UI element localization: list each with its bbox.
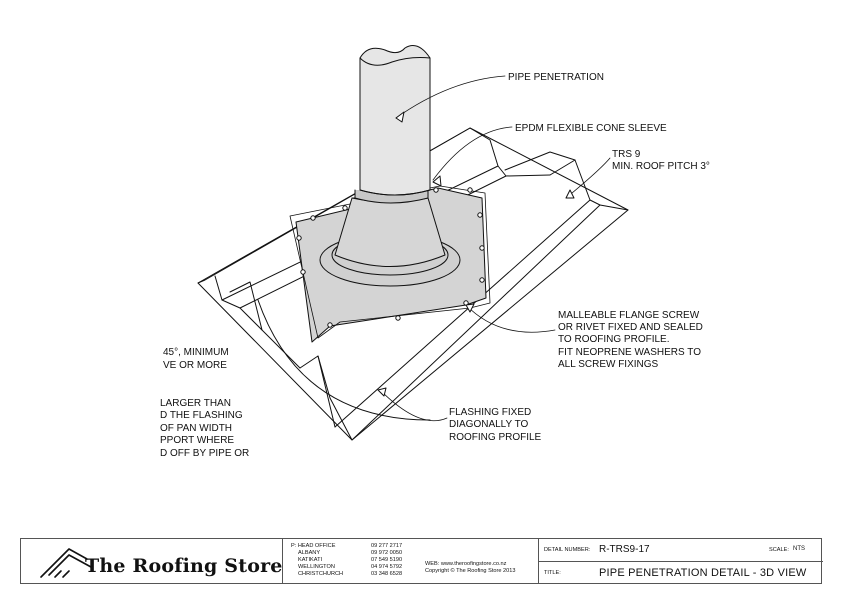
flashing-screws: [296, 187, 485, 328]
callout-cut-b-line: LARGER THAN: [160, 398, 231, 409]
callout-trs9: TRS 9: [612, 149, 641, 160]
title-block: The Roofing Store P: HEAD OFFICE 09 277 2…: [20, 538, 823, 584]
website-link[interactable]: WEB: www.theroofingstore.co.nz: [425, 561, 507, 567]
callout-cut-a: 45°, MINIMUM VE OR MORE: [163, 347, 229, 371]
pipe: [359, 57, 431, 196]
callout-cone-sleeve: EPDM FLEXIBLE CONE SLEEVE: [515, 123, 667, 134]
callout-flashing-line: FLASHING FIXED: [449, 407, 531, 418]
detail-number-row: DETAIL NUMBER: R-TRS9-17 SCALE: NTS: [539, 539, 823, 562]
callout-flange-screw-line: ALL SCREW FIXINGS: [558, 359, 659, 370]
copyright-text: Copyright © The Roofing Store 2013: [425, 568, 516, 574]
scale-value: NTS: [793, 546, 805, 552]
callout-flashing-line: DIAGONALLY TO: [449, 419, 529, 430]
office-row: ALBANY 09 972 0050: [291, 550, 431, 557]
callout-flange-screw: MALLEABLE FLANGE SCREW OR RIVET FIXED AN…: [558, 310, 703, 370]
office-name: P: HEAD OFFICE: [291, 543, 336, 549]
roof-rib-middle: [229, 281, 263, 331]
callout-cut-a-line: VE OR MORE: [163, 360, 227, 371]
callout-cut-b: LARGER THAN D THE FLASHING OF PAN WIDTH …: [160, 398, 249, 459]
callout-flange-screw-line: TO ROOFING PROFILE.: [558, 334, 670, 345]
office-name: WELLINGTON: [298, 564, 335, 570]
callout-cut-b-line: OF PAN WIDTH: [160, 423, 232, 434]
office-row: P: HEAD OFFICE 09 277 2717: [291, 543, 431, 550]
callout-min-pitch: MIN. ROOF PITCH 3°: [612, 161, 710, 172]
office-name: ALBANY: [298, 550, 321, 556]
office-name: CHRISTCHURCH: [298, 571, 344, 577]
cone-sleeve: [334, 197, 446, 267]
callout-flashing-line: ROOFING PROFILE: [449, 432, 542, 443]
title-label: TITLE:: [544, 570, 561, 576]
company-logo-cell: The Roofing Store: [21, 539, 283, 583]
contact-cell: P: HEAD OFFICE 09 277 2717 ALBANY 09 972 0…: [283, 539, 539, 583]
detail-cell: DETAIL NUMBER: R-TRS9-17 SCALE: NTS TITL…: [539, 539, 823, 583]
callout-cut-a-line: 45°, MINIMUM: [163, 347, 229, 358]
office-phone: 04 974 5792: [371, 564, 403, 570]
office-name: KATIKATI: [298, 557, 323, 563]
callout-flange-screw-line: FIT NEOPRENE WASHERS TO: [558, 347, 701, 358]
callout-cut-b-line: PPORT WHERE: [160, 435, 234, 446]
callout-flashing-fixed: FLASHING FIXED DIAGONALLY TO ROOFING PRO…: [449, 407, 542, 443]
company-name: The Roofing Store: [85, 555, 283, 577]
detail-title: PIPE PENETRATION DETAIL - 3D VIEW: [599, 567, 807, 579]
roof-logo-icon: [40, 548, 92, 578]
callout-flange-screw-line: MALLEABLE FLANGE SCREW: [558, 310, 700, 321]
office-phone: 09 277 2717: [371, 543, 403, 549]
callout-cut-b-line: D THE FLASHING: [160, 410, 243, 421]
office-phone: 07 549 5190: [371, 557, 403, 563]
office-phone: 09 972 0050: [371, 550, 403, 556]
web-info: WEB: www.theroofingstore.co.nz Copyright…: [425, 561, 515, 575]
detail-number-label: DETAIL NUMBER:: [544, 547, 591, 553]
callout-flange-screw-line: OR RIVET FIXED AND SEALED: [558, 322, 703, 333]
office-phone: 03 348 6528: [371, 571, 403, 577]
office-row: KATIKATI 07 549 5190: [291, 557, 431, 564]
detail-number-value: R-TRS9-17: [599, 544, 650, 555]
scale-label: SCALE:: [769, 547, 789, 553]
callout-pipe-penetration: PIPE PENETRATION: [508, 72, 604, 83]
pipe-penetration-drawing: PIPE PENETRATION EPDM FLEXIBLE CONE SLEE…: [160, 45, 710, 459]
office-list: P: HEAD OFFICE 09 277 2717 ALBANY 09 972 0…: [291, 543, 431, 578]
office-row: WELLINGTON 04 974 5792: [291, 564, 431, 571]
office-row: CHRISTCHURCH 03 348 6528: [291, 571, 431, 578]
callout-cut-b-line: D OFF BY PIPE OR: [160, 448, 249, 459]
